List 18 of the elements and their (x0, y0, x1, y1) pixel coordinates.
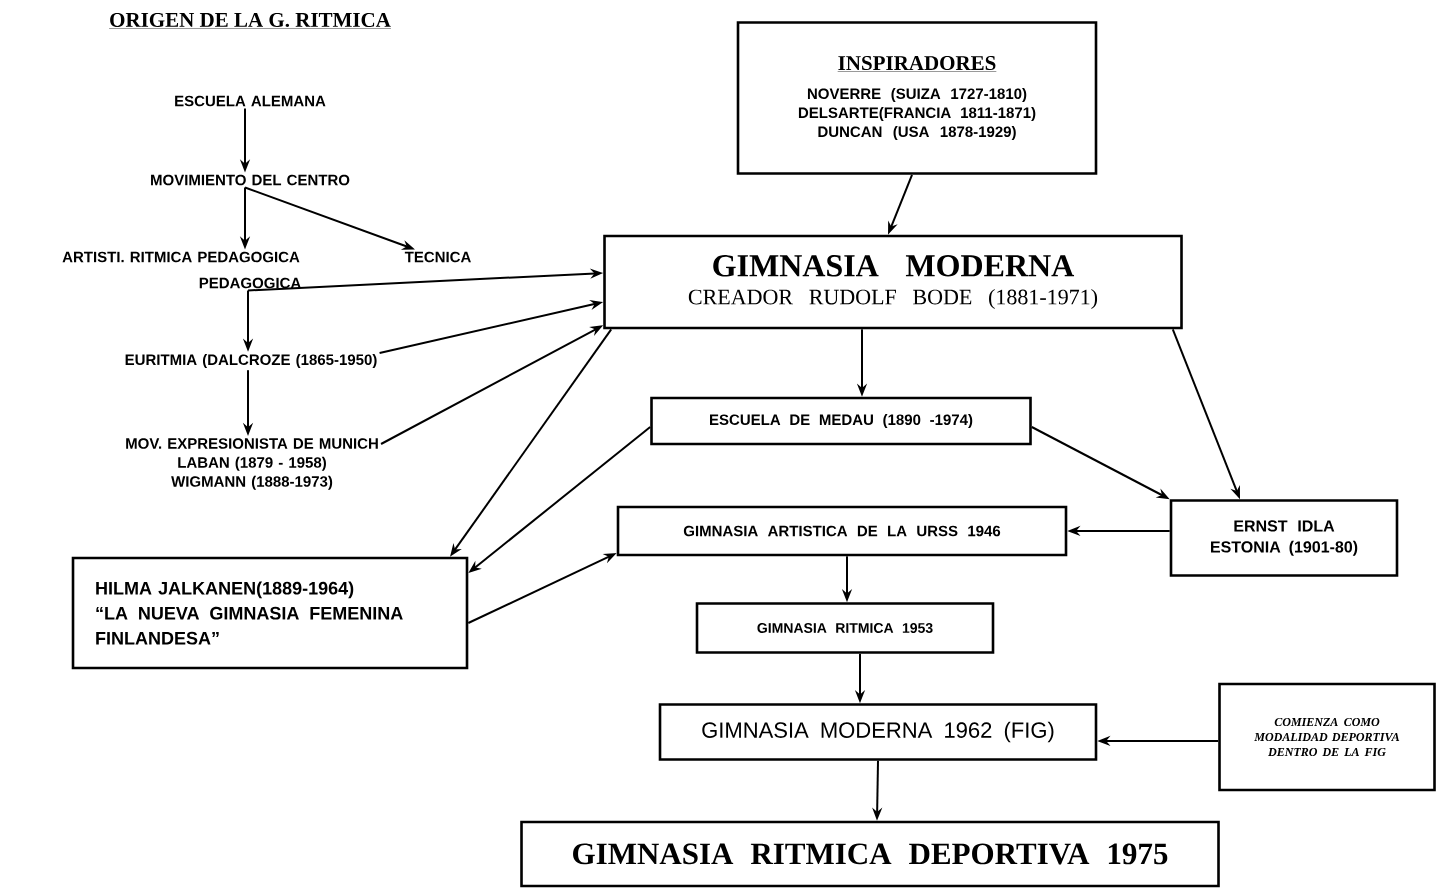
stage-label: MOVIMIENTO DEL CENTRO (151, 174, 350, 186)
stage-label: ARTISTI. RITMICA PEDAGOGICA (62, 251, 300, 263)
diagram-title: ORIGEN DE LA G. RITMICA (108, 12, 392, 29)
stage-label: ESCUELA ALEMANA (175, 95, 326, 107)
stage-label: EURITMIA (DALCROZE (1865-1950) (125, 354, 377, 368)
process-box: ESCUELA DE MEDAU (1890 -1974) (650, 396, 1032, 446)
process-box: GIMNASIA RITMICA DEPORTIVA 1975 (520, 820, 1220, 888)
stage-label: PEDAGOGICA (199, 277, 301, 289)
process-box: COMIENZA COMO MODALIDAD DEPORTIVA DENTRO DE LA FIG (1218, 682, 1436, 792)
process-box: GIMNASIA RITMICA 1953 (695, 602, 995, 654)
process-box: HILMA JALKANEN(1889-1964) “LA NUEVA GIMNASIA FEMENINA FINLANDESA” (71, 556, 469, 670)
stage-label: TECNICA (404, 251, 471, 263)
process-box: GIMNASIA MODERNA CREADOR RUDOLF BODE (1881-1971) (603, 234, 1183, 330)
process-box: GIMNASIA ARTISTICA DE LA URSS 1946 (616, 505, 1068, 557)
process-box: ERNST IDLA ESTONIA (1901-80) (1169, 499, 1399, 577)
process-box: INSPIRADORES NOVERRE (SUIZA 1727-1810) DELSARTE(FRANCIA 1811-1871) DUNCAN (USA 1878-1929) (736, 21, 1098, 175)
process-box: GIMNASIA MODERNA 1962 (FIG) (658, 703, 1098, 761)
stage-label: MOV. EXPRESIONISTA DE MUNICH LABAN (1879 - 1958) WIGMANN (1888-1973) (126, 438, 378, 490)
